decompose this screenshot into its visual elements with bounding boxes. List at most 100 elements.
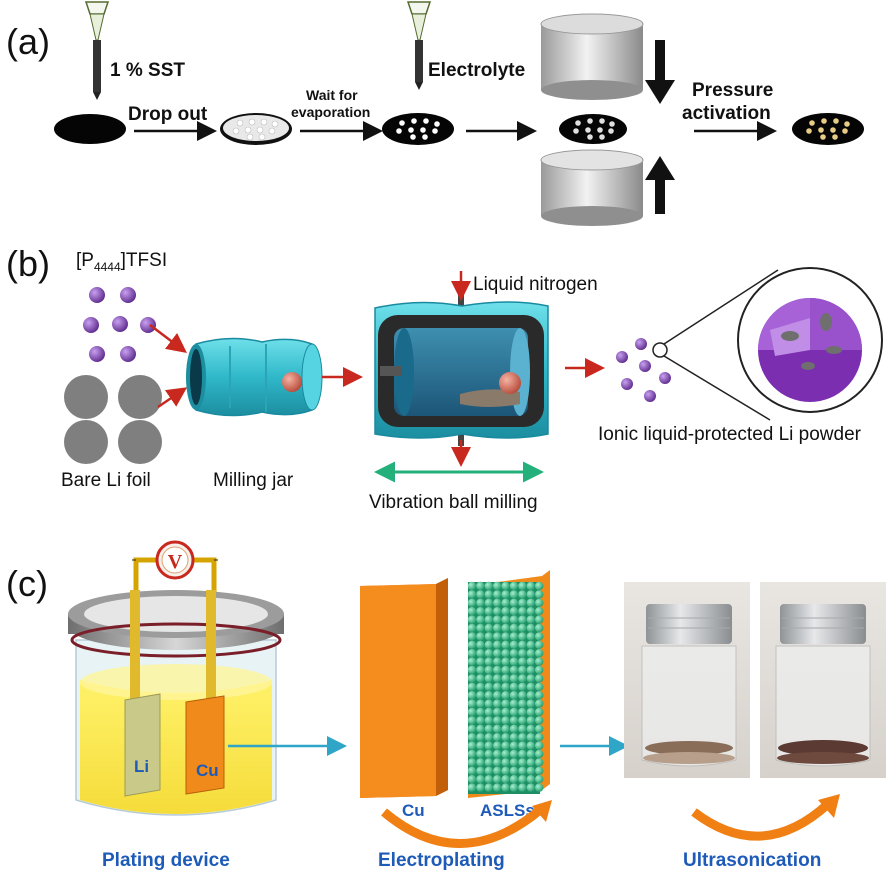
asls-sphere: [493, 707, 502, 717]
asls-sphere: [493, 632, 502, 641]
press-cylinder-top: [540, 13, 644, 100]
asls-sphere: [518, 775, 527, 784]
asls-sphere: [535, 682, 544, 691]
asls-sphere: [493, 699, 502, 708]
cu-plate-label: Cu: [402, 801, 425, 820]
asls-sphere: [535, 581, 544, 591]
asls-sphere: [509, 707, 519, 717]
asls-sphere: [476, 657, 485, 666]
asls-sphere: [476, 581, 485, 591]
asls-sphere: [476, 775, 485, 784]
asls-sphere: [493, 724, 502, 733]
asls-sphere: [467, 741, 477, 750]
zoom-source-circle: [652, 342, 668, 358]
arrow-b2: [157, 387, 188, 409]
asls-sphere: [526, 615, 535, 624]
cu-plate: [360, 578, 448, 798]
asls-sphere: [467, 632, 477, 641]
asls-sphere: [484, 665, 493, 675]
asls-sphere: [484, 749, 493, 759]
asls-sphere: [493, 581, 502, 591]
electroplating-curved-arrow: [381, 806, 543, 848]
asls-sphere: [526, 581, 535, 591]
asls-plate-label: ASLSs: [480, 801, 535, 820]
asls-sphere: [509, 724, 519, 733]
asls-sphere: [501, 649, 510, 658]
asls-sphere: [484, 766, 493, 775]
zoomed-particle: [737, 267, 883, 413]
electroplating-caption: Electroplating: [378, 850, 505, 871]
asls-sphere: [509, 598, 519, 607]
asls-sphere: [484, 649, 493, 658]
asls-sphere: [501, 783, 510, 792]
asls-sphere: [501, 699, 510, 708]
asls-sphere: [501, 691, 510, 700]
asls-sphere: [476, 724, 485, 733]
asls-sphere: [501, 657, 510, 666]
asls-sphere: [535, 775, 544, 784]
asls-sphere: [518, 707, 527, 717]
asls-sphere: [484, 632, 493, 641]
asls-sphere: [484, 607, 493, 616]
pipette-icon: [406, 1, 432, 90]
asls-sphere: [493, 640, 502, 649]
asls-sphere: [509, 657, 519, 666]
asls-sphere: [518, 691, 527, 700]
ionic-powder-label: Ionic liquid-protected Li powder: [598, 424, 862, 445]
up-arrow-icon: [645, 156, 675, 214]
asls-sphere: [509, 758, 519, 767]
asls-sphere: [518, 615, 527, 624]
dotted-disc: [382, 113, 454, 145]
asls-sphere: [484, 682, 493, 691]
asls-sphere: [526, 691, 535, 700]
down-arrow-icon: [645, 40, 675, 104]
asls-sphere: [467, 657, 477, 666]
asls-sphere: [493, 674, 502, 683]
asls-sphere: [484, 716, 493, 725]
asls-sphere: [476, 707, 485, 717]
vibration-mill: [374, 292, 549, 446]
asls-sphere: [467, 649, 477, 658]
asls-sphere: [501, 615, 510, 624]
asls-sphere: [509, 632, 519, 641]
asls-sphere: [535, 707, 544, 717]
asls-sphere: [518, 749, 527, 759]
asls-sphere: [509, 783, 519, 792]
vial-photo-before: [624, 582, 750, 778]
asls-sphere: [501, 674, 510, 683]
wait-label-line2: evaporation: [291, 104, 370, 120]
asls-sphere: [476, 623, 485, 633]
asls-sphere: [526, 682, 535, 691]
asls-sphere: [467, 733, 477, 742]
asls-sphere: [535, 657, 544, 666]
asls-sphere: [518, 632, 527, 641]
asls-sphere: [518, 724, 527, 733]
li-powder-particles: [616, 338, 671, 402]
asls-sphere: [493, 716, 502, 725]
asls-sphere: [493, 783, 502, 792]
milling-jar: [186, 337, 323, 417]
asls-sphere: [467, 691, 477, 700]
asls-sphere: [493, 649, 502, 658]
asls-sphere: [493, 766, 502, 775]
asls-sphere: [518, 733, 527, 742]
asls-sphere: [484, 581, 493, 591]
wait-label-line1: Wait for: [306, 87, 358, 103]
asls-sphere: [526, 632, 535, 641]
asls-sphere: [526, 590, 535, 599]
pressed-disc: [559, 114, 627, 144]
asls-sphere: [501, 623, 510, 633]
asls-sphere: [526, 649, 535, 658]
asls-sphere: [493, 590, 502, 599]
asls-sphere: [484, 640, 493, 649]
asls-sphere: [484, 590, 493, 599]
panel-b: (b) [P4444]TFSI Bare Li foil Milling: [6, 243, 883, 513]
asls-sphere: [509, 733, 519, 742]
asls-sphere: [467, 598, 477, 607]
asls-sphere: [476, 590, 485, 599]
asls-sphere: [509, 665, 519, 675]
asls-sphere: [526, 699, 535, 708]
asls-sphere: [518, 699, 527, 708]
asls-sphere: [518, 607, 527, 616]
asls-sphere: [476, 749, 485, 759]
